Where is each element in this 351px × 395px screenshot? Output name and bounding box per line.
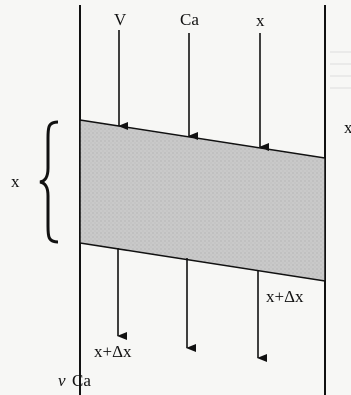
- label-bottom-ca: Ca: [72, 371, 91, 390]
- label-left-x: x: [11, 172, 20, 191]
- label-bottom-x-dx: x+Δx: [94, 342, 132, 361]
- bleed-through-text: [330, 51, 351, 89]
- left-brace: [39, 120, 59, 244]
- label-top-ca: Ca: [180, 10, 199, 29]
- label-top-x: x: [256, 11, 265, 30]
- label-right-x-dx: x+Δx: [266, 287, 304, 306]
- differential-element: [79, 119, 326, 282]
- label-right-edge-x: x: [344, 118, 351, 137]
- label-bottom-v: v: [58, 371, 66, 390]
- label-top-v: V: [114, 10, 127, 29]
